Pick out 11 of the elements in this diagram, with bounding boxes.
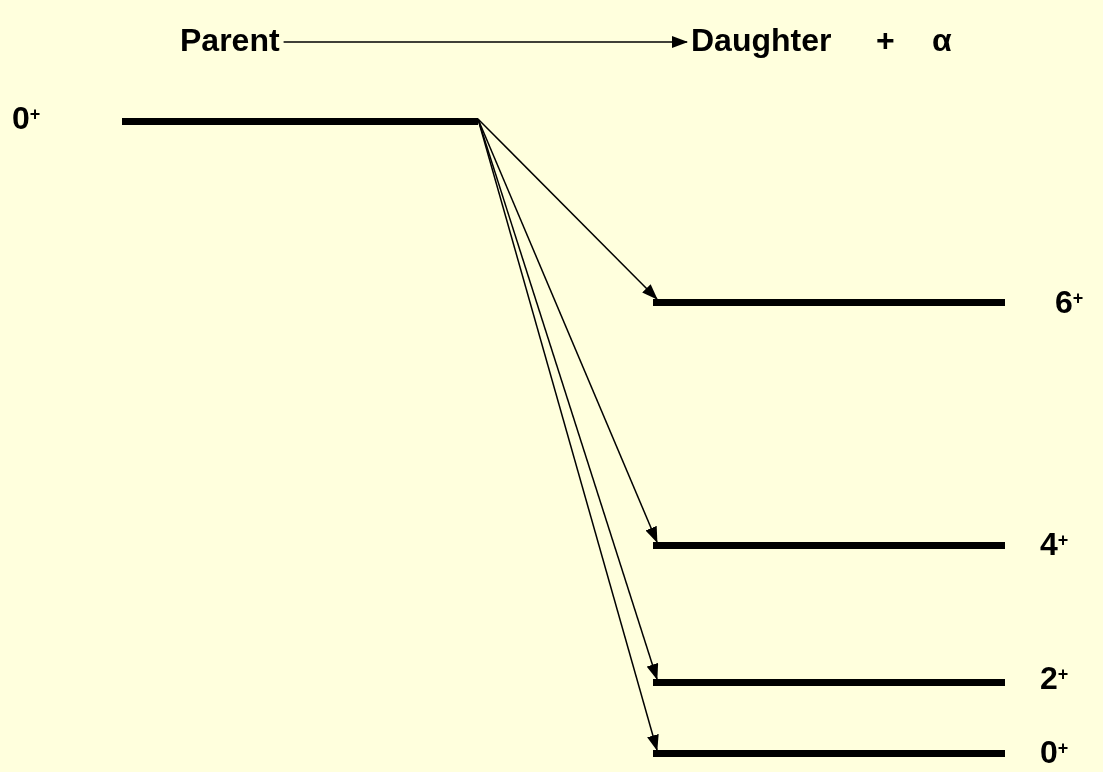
spin-parity-label: 0$^{+}$ [12, 100, 41, 136]
spin-parity-label: 0$^{+}$ [1040, 734, 1069, 770]
arrow [477, 118, 658, 300]
nucleus-label: Daughter [687, 22, 832, 58]
nucleus-label: α [932, 22, 952, 58]
spin-parity-label: 4$^{+}$ [1040, 526, 1069, 562]
spin-parity-label: 6$^{+}$ [1055, 284, 1084, 320]
nucleus-label: Parent [180, 22, 284, 58]
arrow [282, 36, 688, 48]
spin-parity-label: 2$^{+}$ [1040, 660, 1069, 696]
plus-sign: + [876, 22, 895, 58]
